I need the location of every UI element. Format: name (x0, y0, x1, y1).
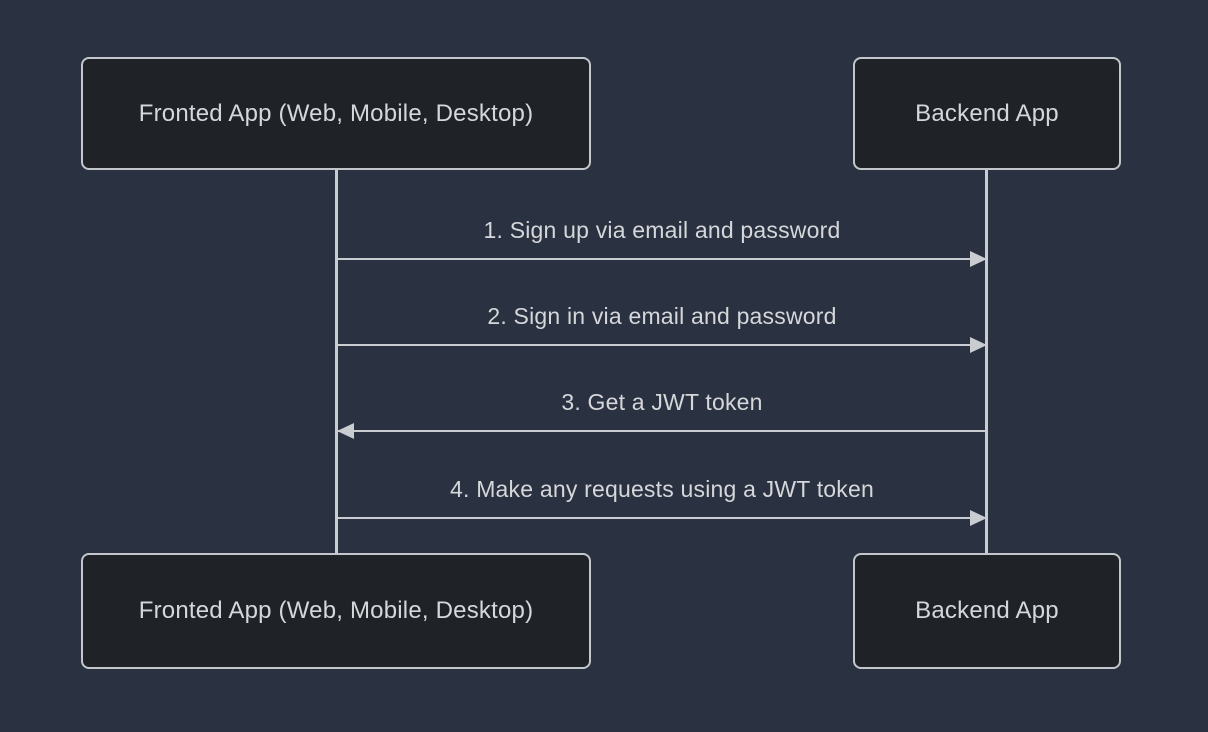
arrowhead-left-icon (337, 423, 354, 439)
message-requests-jwt: 4. Make any requests using a JWT token (338, 467, 987, 526)
message-get-jwt: 3. Get a JWT token (337, 380, 986, 439)
message-signin: 2. Sign in via email and password (338, 294, 987, 353)
message-arrow-line (338, 510, 987, 526)
lifeline-frontend (335, 170, 338, 553)
arrowhead-right-icon (970, 510, 987, 526)
arrowhead-right-icon (970, 337, 987, 353)
actor-label-backend-top: Backend App (915, 99, 1059, 127)
actor-label-frontend-bottom: Fronted App (Web, Mobile, Desktop) (138, 597, 534, 624)
message-label: 1. Sign up via email and password (483, 217, 841, 243)
arrowhead-right-icon (970, 251, 987, 267)
message-label: 2. Sign in via email and password (487, 303, 837, 329)
actor-box-frontend-bottom: Fronted App (Web, Mobile, Desktop) (81, 553, 591, 669)
actor-box-frontend-top: Fronted App (Web, Mobile, Desktop) (81, 57, 591, 170)
actor-label-backend-bottom: Backend App (915, 597, 1059, 624)
actor-box-backend-top: Backend App (853, 57, 1121, 170)
message-arrow-line (338, 251, 987, 267)
message-label: 3. Get a JWT token (561, 389, 763, 415)
message-label: 4. Make any requests using a JWT token (450, 476, 874, 502)
lifeline-backend (985, 170, 988, 553)
message-arrow-line (337, 423, 986, 439)
message-arrow-line (338, 337, 987, 353)
message-signup: 1. Sign up via email and password (338, 208, 987, 267)
actor-box-backend-bottom: Backend App (853, 553, 1121, 669)
actor-label-frontend-top: Fronted App (Web, Mobile, Desktop) (138, 99, 534, 127)
